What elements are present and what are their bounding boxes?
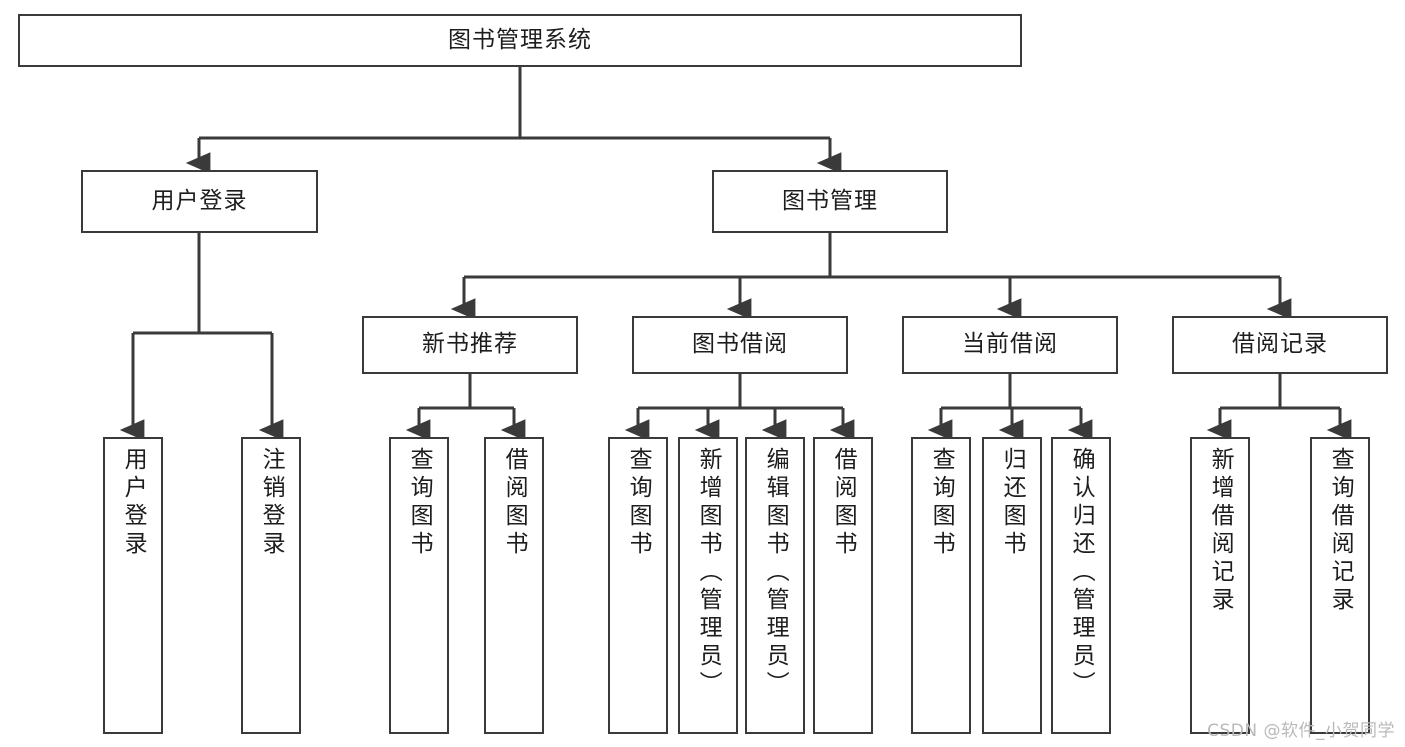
leaf-borrow-book[interactable]: 借阅图书: [813, 437, 873, 734]
node-label: 当前借阅: [962, 331, 1058, 358]
node-label: 查询图书: [928, 447, 955, 559]
leaf-return-book[interactable]: 归还图书: [982, 437, 1042, 734]
leaf-query-borrow-record[interactable]: 查询借阅记录: [1310, 437, 1370, 734]
node-label: 归还图书: [999, 447, 1026, 559]
leaf-logout[interactable]: 注销登录: [241, 437, 301, 734]
node-root-book-management-system[interactable]: 图书管理系统: [18, 14, 1022, 67]
node-label: 新书推荐: [422, 331, 518, 358]
node-user-login[interactable]: 用户登录: [81, 170, 318, 233]
node-book-management[interactable]: 图书管理: [712, 170, 948, 233]
leaf-query-book-current[interactable]: 查询图书: [911, 437, 971, 734]
node-new-book-recommend[interactable]: 新书推荐: [362, 316, 578, 374]
node-label: 用户登录: [120, 447, 147, 559]
node-borrow-record[interactable]: 借阅记录: [1172, 316, 1388, 374]
node-label: 查询图书: [406, 447, 433, 559]
node-label: 用户登录: [151, 187, 248, 214]
leaf-borrow-book-recommend[interactable]: 借阅图书: [484, 437, 544, 734]
leaf-query-book-borrow[interactable]: 查询图书: [608, 437, 668, 734]
leaf-user-login[interactable]: 用户登录: [103, 437, 163, 734]
node-label: 新增借阅记录: [1207, 447, 1234, 615]
node-label: 确认归还（管理员）: [1068, 447, 1095, 699]
leaf-edit-book-admin[interactable]: 编辑图书（管理员）: [745, 437, 805, 734]
node-label: 图书借阅: [692, 331, 788, 358]
node-label: 借阅图书: [501, 447, 528, 559]
leaf-confirm-return-admin[interactable]: 确认归还（管理员）: [1051, 437, 1111, 734]
node-label: 查询借阅记录: [1327, 447, 1354, 615]
node-label: 借阅图书: [830, 447, 857, 559]
node-label: 编辑图书（管理员）: [762, 447, 789, 699]
node-label: 注销登录: [258, 447, 285, 559]
node-label: 新增图书（管理员）: [695, 447, 722, 699]
leaf-query-book-recommend[interactable]: 查询图书: [389, 437, 449, 734]
node-label: 查询图书: [625, 447, 652, 559]
node-book-borrow[interactable]: 图书借阅: [632, 316, 848, 374]
leaf-add-borrow-record[interactable]: 新增借阅记录: [1190, 437, 1250, 734]
node-current-borrow[interactable]: 当前借阅: [902, 316, 1118, 374]
node-label: 借阅记录: [1232, 331, 1328, 358]
leaf-add-book-admin[interactable]: 新增图书（管理员）: [678, 437, 738, 734]
node-label: 图书管理: [782, 187, 878, 214]
node-label: 图书管理系统: [448, 26, 592, 53]
